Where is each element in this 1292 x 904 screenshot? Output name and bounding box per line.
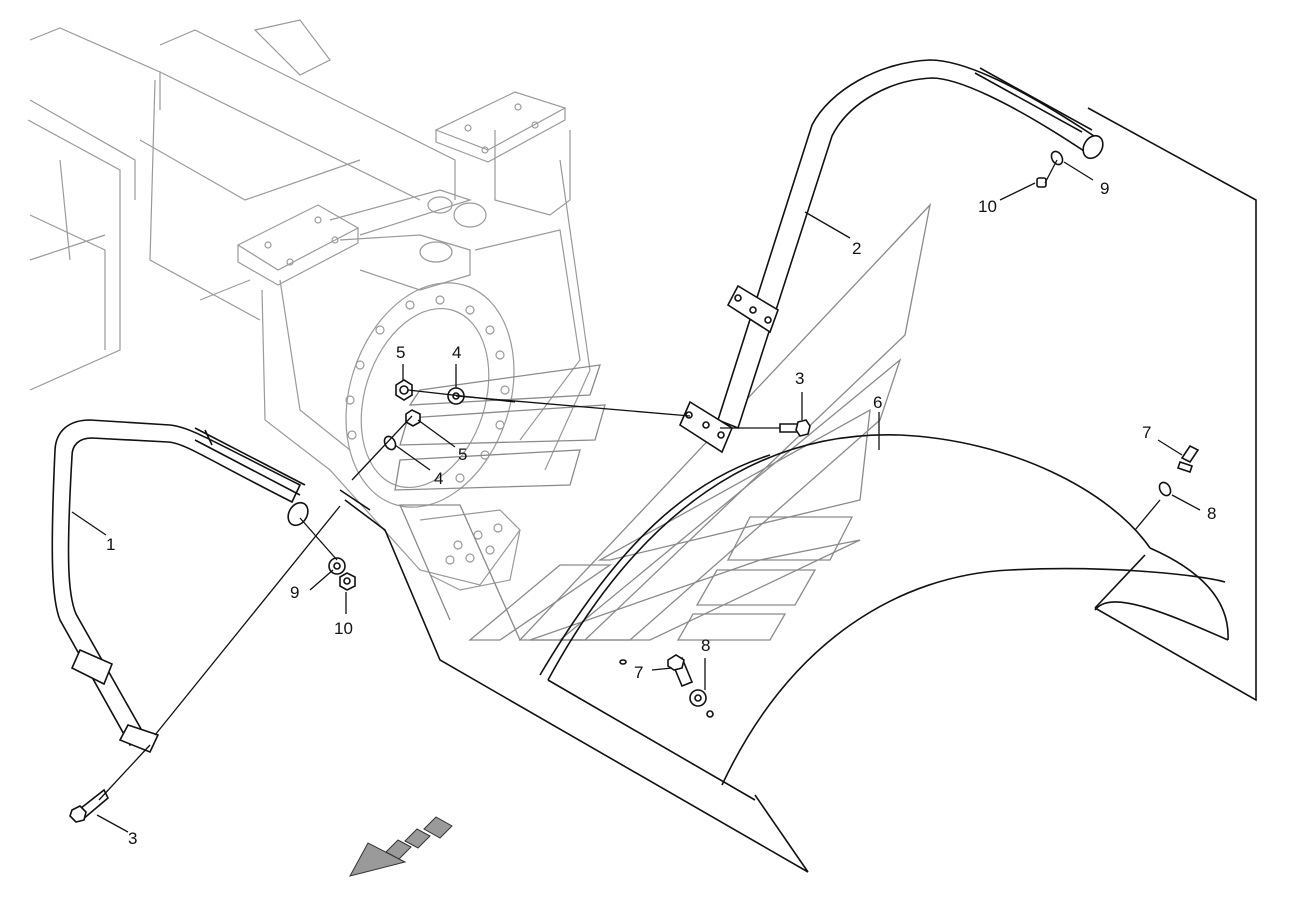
callout-7-center: 7 [634, 663, 643, 682]
nut-10-right[interactable] [1036, 177, 1047, 188]
fasteners [69, 149, 1200, 823]
callout-9-left: 9 [290, 583, 299, 602]
callout-4-upper: 4 [452, 343, 461, 362]
bolt-3-upper[interactable] [779, 419, 811, 437]
callout-8-center: 8 [701, 636, 710, 655]
bolt-3-lower[interactable] [69, 788, 109, 823]
callout-5-upper: 5 [396, 343, 405, 362]
callout-10-right: 10 [978, 197, 997, 216]
callout-4-lower: 4 [434, 469, 443, 488]
callout-5-lower: 5 [458, 445, 467, 464]
tractor-frame-background [27, 19, 591, 591]
fender-decal-stripes [394, 202, 932, 641]
callout-3-lower: 3 [128, 829, 137, 848]
handrail-left[interactable] [51, 419, 312, 754]
washer-4-lower[interactable] [382, 434, 398, 451]
assembly-lines [98, 159, 1161, 801]
callout-3-upper: 3 [795, 369, 804, 388]
leader-lines [71, 161, 1201, 833]
callout-8-right: 8 [1207, 504, 1216, 523]
callout-2: 2 [852, 239, 861, 258]
handrail-right[interactable] [678, 59, 1107, 454]
callout-7-right: 7 [1142, 423, 1151, 442]
callout-labels: 1 2 3 3 4 4 5 5 6 7 7 8 8 9 9 10 10 [106, 179, 1216, 848]
callout-1: 1 [106, 535, 115, 554]
bolt-7-center[interactable] [667, 654, 694, 688]
forward-direction-arrow-icon [349, 816, 453, 877]
bolt-7-right[interactable] [1176, 444, 1200, 474]
nut-10-left[interactable] [339, 572, 356, 591]
washer-8-right[interactable] [1157, 480, 1173, 497]
nut-5-lower[interactable] [405, 409, 421, 427]
callout-9-right: 9 [1100, 179, 1109, 198]
nut-5-upper[interactable] [395, 379, 413, 401]
callout-6: 6 [873, 393, 882, 412]
callout-10-left: 10 [334, 619, 353, 638]
flange-holes [345, 295, 510, 483]
washer-8-center[interactable] [689, 689, 707, 707]
fender[interactable] [339, 107, 1257, 873]
washer-9-right[interactable] [1049, 149, 1065, 166]
